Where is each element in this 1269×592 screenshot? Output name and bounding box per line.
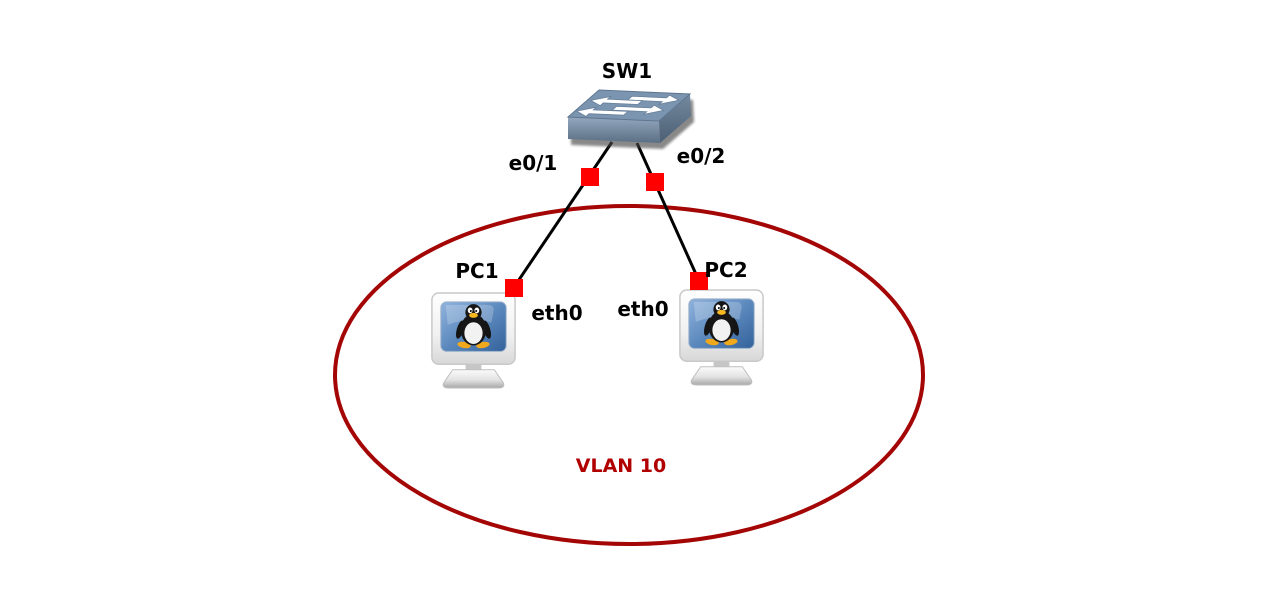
pc1-node-label: PC1: [455, 259, 499, 283]
port-label-e0-2: e0/2: [676, 144, 726, 168]
sw1-switch-icon[interactable]: [568, 90, 694, 149]
connector-status-icon-sw1-e0-1: [581, 168, 599, 186]
link-sw1-pc2[interactable]: [635, 142, 706, 293]
pc1-linux-icon[interactable]: [431, 292, 516, 389]
pc2-node-label: PC2: [704, 258, 748, 282]
link-sw1-pc1[interactable]: [506, 141, 614, 297]
port-label-pc2-eth0: eth0: [617, 297, 669, 321]
port-label-e0-1: e0/1: [508, 151, 558, 175]
switch-front-face: [568, 117, 660, 143]
connector-status-icon-pc2-eth0: [690, 272, 708, 290]
sw1-node-label: SW1: [601, 59, 653, 83]
switch-right-face: [659, 94, 691, 143]
pc2-linux-icon[interactable]: [679, 289, 764, 386]
vlan-10-ellipse[interactable]: [333, 204, 925, 546]
vlan-10-label: VLAN 10: [575, 455, 667, 477]
connector-status-icon-pc1-eth0: [505, 279, 523, 297]
connector-status-icon-sw1-e0-2: [646, 173, 664, 191]
port-label-pc1-eth0: eth0: [531, 301, 583, 325]
switch-arrows-icon: [571, 92, 684, 120]
